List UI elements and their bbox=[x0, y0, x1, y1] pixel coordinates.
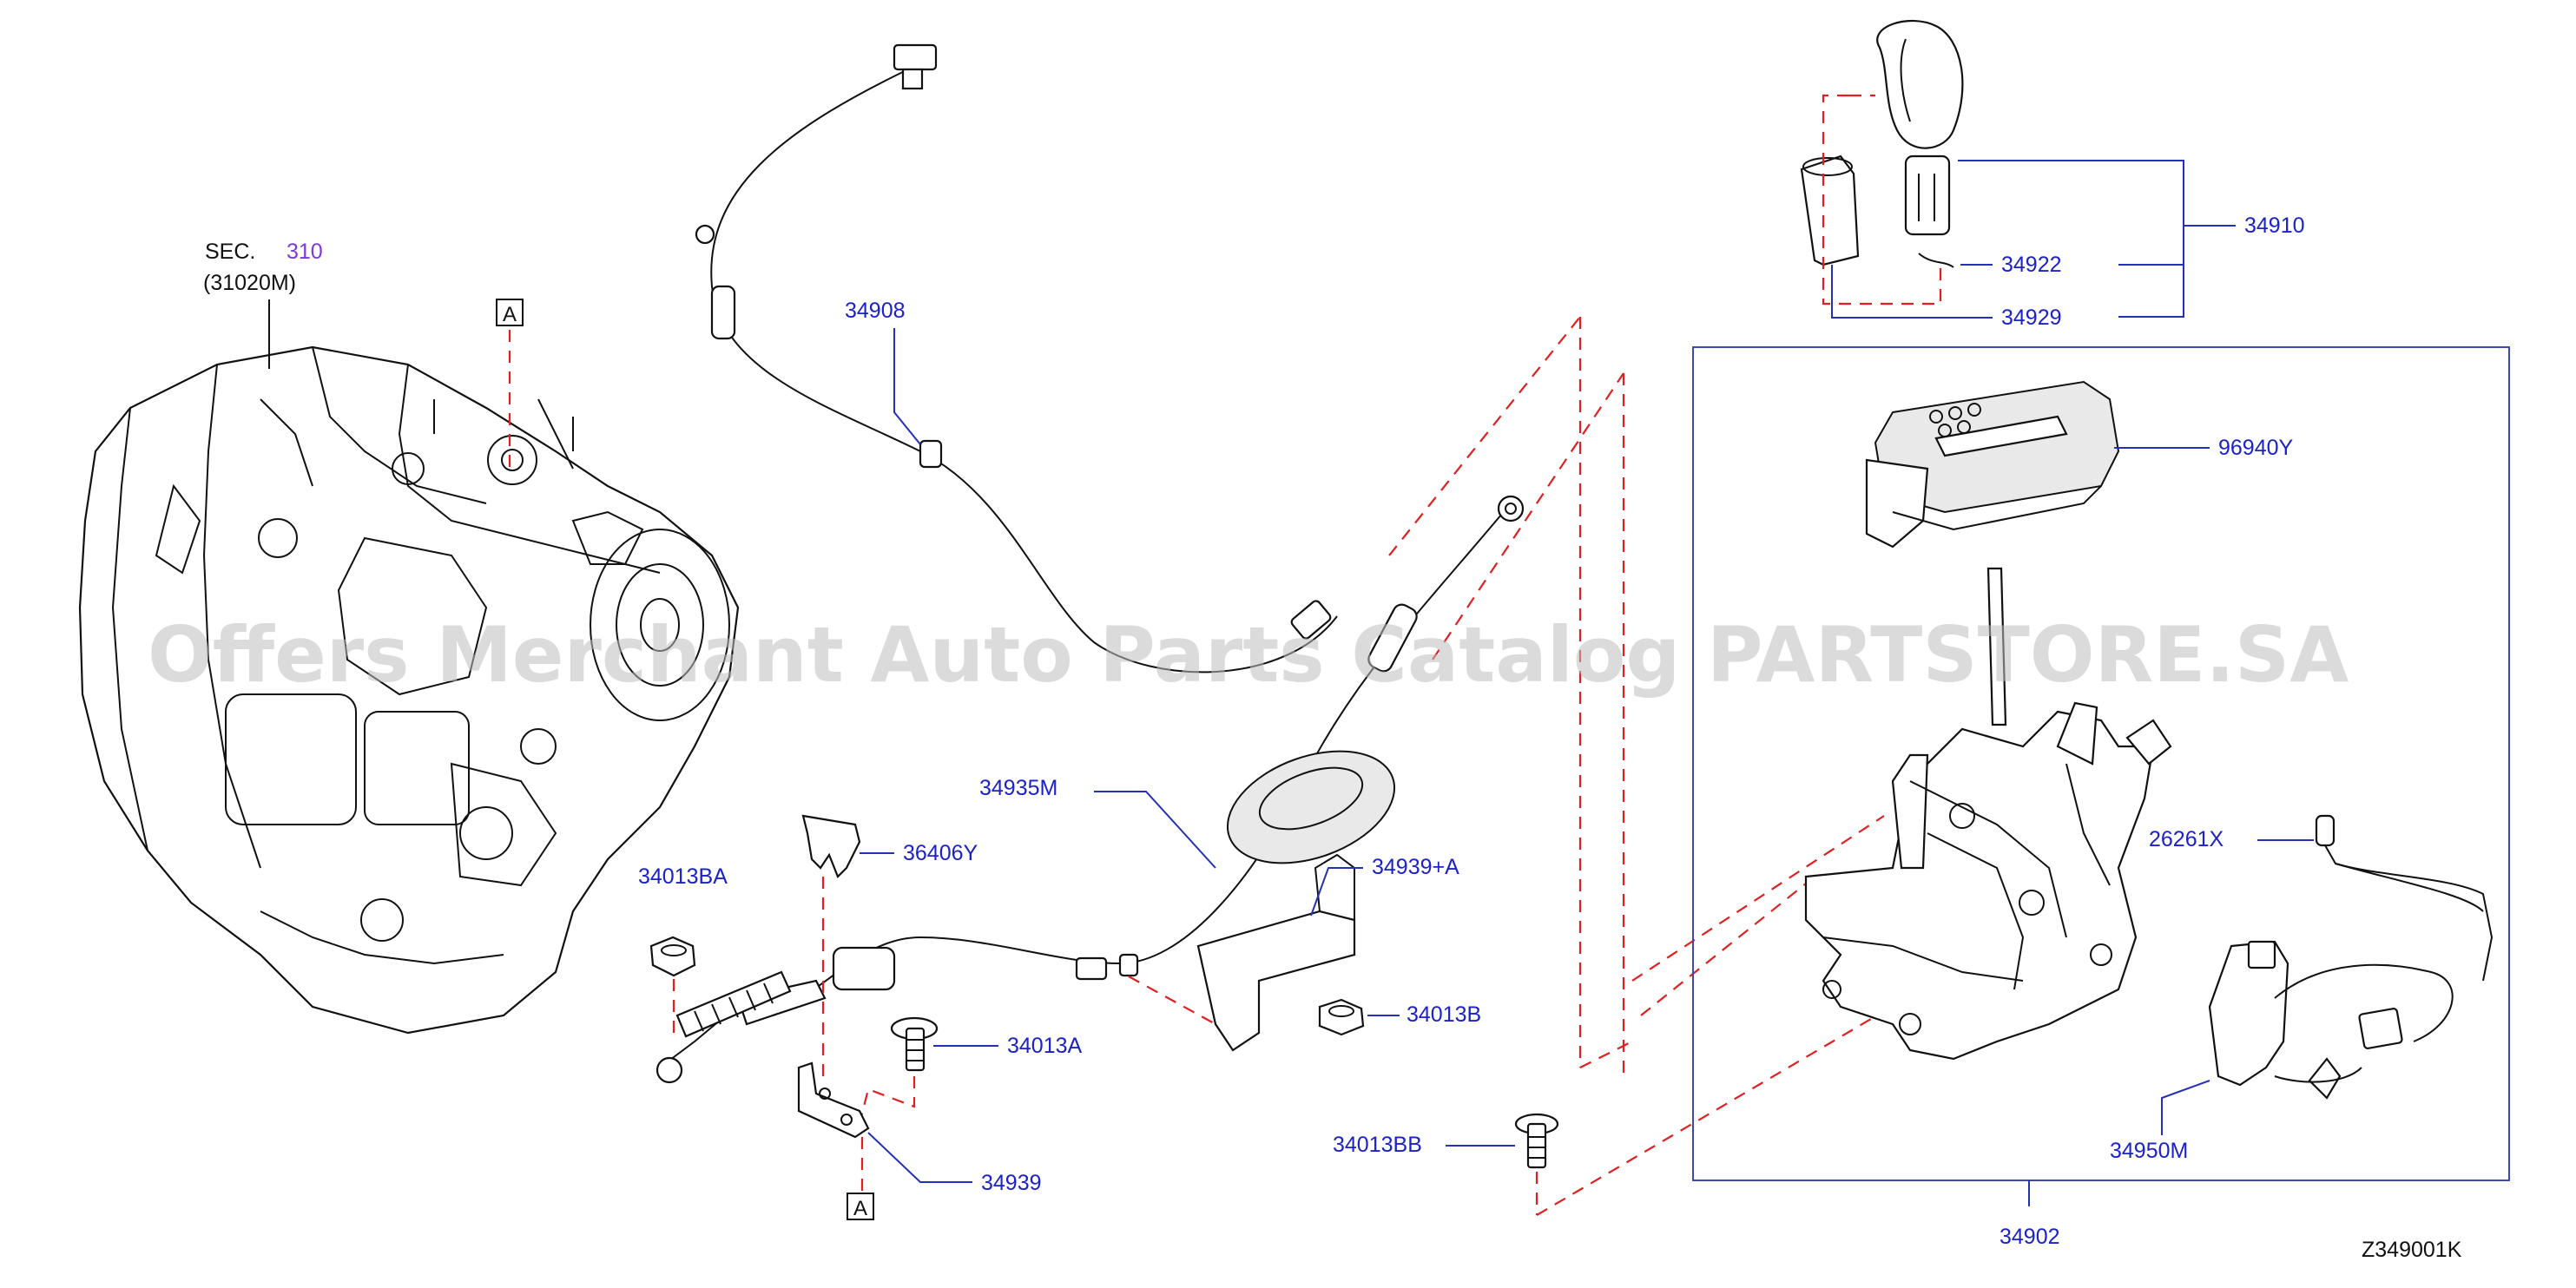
label-34910[interactable]: 34910 bbox=[2244, 214, 2305, 238]
bolt-34013BB bbox=[1514, 1113, 1559, 1169]
label-34939A[interactable]: 34939+A bbox=[1372, 855, 1459, 879]
shift-cable-34935M bbox=[656, 495, 1525, 1084]
cable-34908 bbox=[695, 43, 1338, 674]
label-34939[interactable]: 34939 bbox=[981, 1171, 1042, 1195]
bracket-34939 bbox=[797, 1061, 870, 1139]
section-number-link[interactable]: 310 bbox=[287, 240, 323, 264]
spring-clip-34922 bbox=[1918, 253, 1954, 268]
label-34013A[interactable]: 34013A bbox=[1007, 1034, 1083, 1058]
threaded-rod bbox=[675, 970, 792, 1038]
leader-34910-bottom bbox=[2118, 226, 2184, 318]
shift-knob-34910 bbox=[1876, 19, 1964, 236]
label-36406Y[interactable]: 36406Y bbox=[903, 841, 978, 865]
phantom-34013A bbox=[858, 1076, 916, 1125]
leader-34950M bbox=[2161, 1080, 2210, 1135]
label-34013BB[interactable]: 34013BB bbox=[1333, 1133, 1422, 1157]
indicator-96940Y bbox=[1865, 380, 2120, 549]
callout-box-a-bottom bbox=[847, 1193, 874, 1220]
leader-34935M bbox=[1094, 791, 1216, 869]
callout-a-top: A bbox=[503, 303, 517, 326]
label-34950M[interactable]: 34950M bbox=[2110, 1139, 2188, 1163]
section-sub-label: (31020M) bbox=[203, 271, 296, 295]
selector-assembly bbox=[1804, 567, 2172, 1061]
transmission-assembly bbox=[78, 345, 740, 1035]
label-26261X[interactable]: 26261X bbox=[2149, 827, 2224, 851]
leader-34929 bbox=[1831, 265, 1993, 319]
assembly-frame-34902 bbox=[1692, 346, 2510, 1181]
sleeve-34929 bbox=[1800, 154, 1860, 266]
label-34902[interactable]: 34902 bbox=[2000, 1225, 2060, 1249]
label-34922[interactable]: 34922 bbox=[2001, 253, 2062, 277]
leader-34939 bbox=[867, 1132, 972, 1183]
callout-box-a-top bbox=[496, 299, 524, 326]
nut-34013B bbox=[1318, 998, 1365, 1036]
watermark: Offers Merchant Auto Parts Catalog PARTS… bbox=[148, 610, 2349, 700]
label-34935M[interactable]: 34935M bbox=[979, 776, 1057, 800]
label-96940Y[interactable]: 96940Y bbox=[2218, 436, 2294, 460]
leader-34910-top bbox=[1958, 160, 2236, 227]
label-34908[interactable]: 34908 bbox=[845, 299, 906, 323]
leader-34908 bbox=[893, 328, 921, 445]
bolt-34013A bbox=[890, 1016, 939, 1072]
clip-36406Y bbox=[801, 814, 861, 878]
label-34013B[interactable]: 34013B bbox=[1407, 1002, 1481, 1027]
sensor-26261X bbox=[2315, 814, 2494, 982]
callout-a-bottom: A bbox=[853, 1197, 867, 1220]
leader-34939A bbox=[1310, 867, 1363, 917]
bracket-34939A bbox=[1196, 853, 1356, 1052]
section-prefix: SEC. bbox=[205, 240, 255, 264]
phantom-lines-selector bbox=[1128, 316, 1938, 1216]
diagram-code: Z349001K bbox=[2362, 1238, 2462, 1262]
label-34013BA[interactable]: 34013BA bbox=[638, 864, 728, 889]
lock-unit-34950M bbox=[2208, 940, 2454, 1100]
phantom-knob bbox=[1822, 94, 1942, 306]
label-34929[interactable]: 34929 bbox=[2001, 306, 2062, 330]
nut-34013BA bbox=[649, 936, 696, 977]
